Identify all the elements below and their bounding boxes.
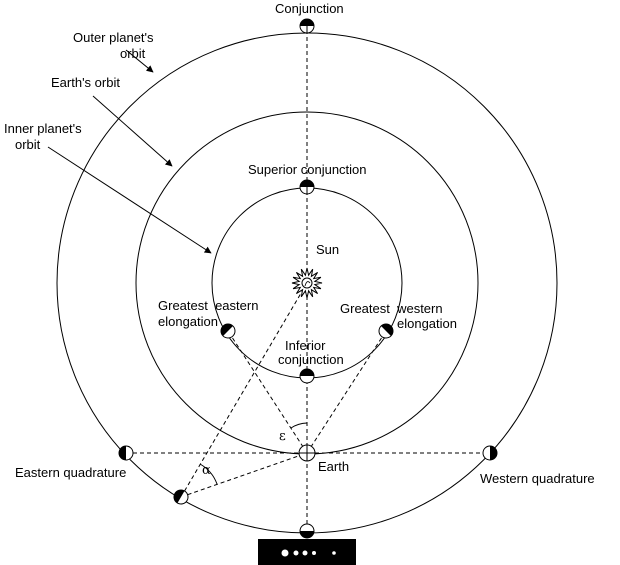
outer-planet-to-sun-line (180, 282, 308, 498)
inner-orbit-label-line1: Inner planet's (4, 121, 82, 136)
superior-conjunction-planet-icon (299, 179, 315, 195)
opposition-planet-icon (299, 523, 315, 539)
earth-icon (298, 444, 316, 462)
inferior-conjunction-label-line1: Inferior (285, 338, 326, 353)
eastern-elongation-planet-icon (220, 323, 236, 339)
earth-orbit-label: Earth's orbit (51, 75, 120, 90)
western-quadrature-planet-icon (482, 445, 498, 461)
greatest-eastern-label-line1: Greatest eastern (158, 298, 258, 313)
alpha-label: α (202, 463, 211, 478)
greatest-eastern-label-line2: elongation (158, 314, 218, 329)
epsilon-label: ε (279, 429, 286, 444)
sun-icon (291, 267, 323, 299)
eastern-quadrature-label: Eastern quadrature (15, 465, 126, 480)
superior-conjunction-label: Superior conjunction (248, 162, 367, 177)
outer-orbit-arrow (125, 49, 154, 73)
eastern-quadrature-planet-icon (118, 445, 134, 461)
earth-to-western-elongation-line (306, 330, 387, 454)
bottom-plate (258, 539, 356, 565)
inner-orbit-arrow (47, 146, 212, 254)
western-elongation-planet-icon (378, 323, 394, 339)
inferior-conjunction-label-line2: conjunction (278, 352, 344, 367)
earth-label: Earth (318, 459, 349, 474)
outer-planet-lower-left-icon (173, 489, 189, 505)
inferior-conjunction-planet-icon (299, 368, 315, 384)
outer-orbit-label-line1: Outer planet's (73, 30, 154, 45)
conjunction-label: Conjunction (275, 1, 344, 16)
alpha-angle-arc (199, 463, 218, 485)
earth-orbit-arrow (92, 95, 173, 167)
outer-orbit-label-line2: orbit (120, 46, 146, 61)
inner-orbit-label-line2: orbit (15, 137, 41, 152)
outer-planet-to-earth-line (180, 452, 308, 498)
sun-label: Sun (316, 242, 339, 257)
greatest-western-label-line1: Greatest western (340, 301, 443, 316)
epsilon-angle-arc (290, 422, 308, 429)
western-quadrature-label: Western quadrature (480, 471, 595, 486)
greatest-western-label-line2: elongation (397, 316, 457, 331)
conjunction-planet-icon (299, 18, 315, 34)
earth-to-eastern-elongation-line (227, 330, 308, 454)
